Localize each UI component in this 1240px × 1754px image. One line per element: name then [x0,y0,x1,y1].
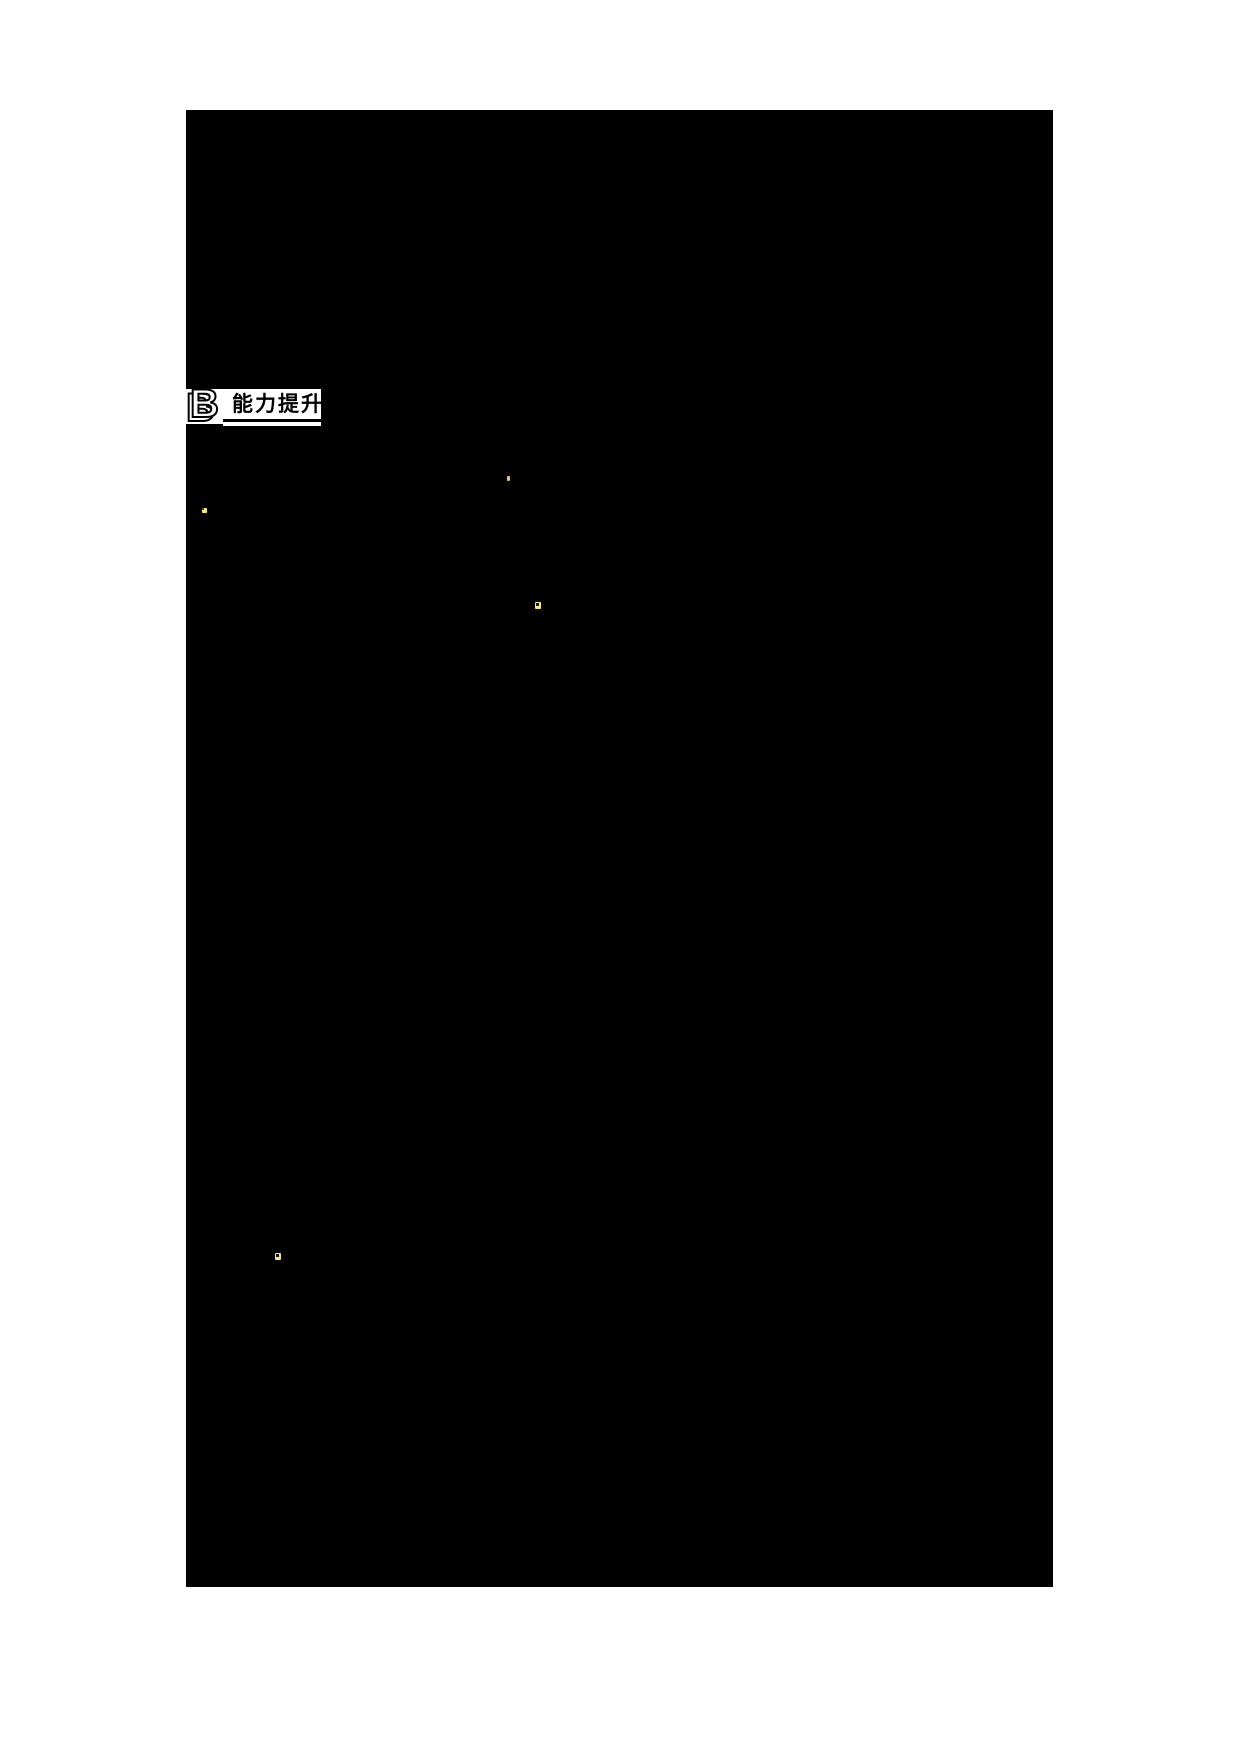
section-banner-background [186,389,321,419]
redacted-black-region [186,110,1053,1587]
stray-highlight-mark-4 [275,1253,281,1260]
stray-highlight-mark-3 [535,602,541,609]
section-title: 能力提升 [232,393,324,416]
stray-highlight-mark-2-inner-dot [202,508,204,510]
stray-highlight-mark-1 [507,476,510,481]
stray-highlight-mark-4-inner-dot [276,1254,279,1257]
stray-highlight-mark-2 [202,508,207,513]
section-banner-background-left [186,419,223,424]
section-banner-underline-strip [223,421,321,426]
stray-highlight-mark-3-inner-dot [536,603,539,606]
